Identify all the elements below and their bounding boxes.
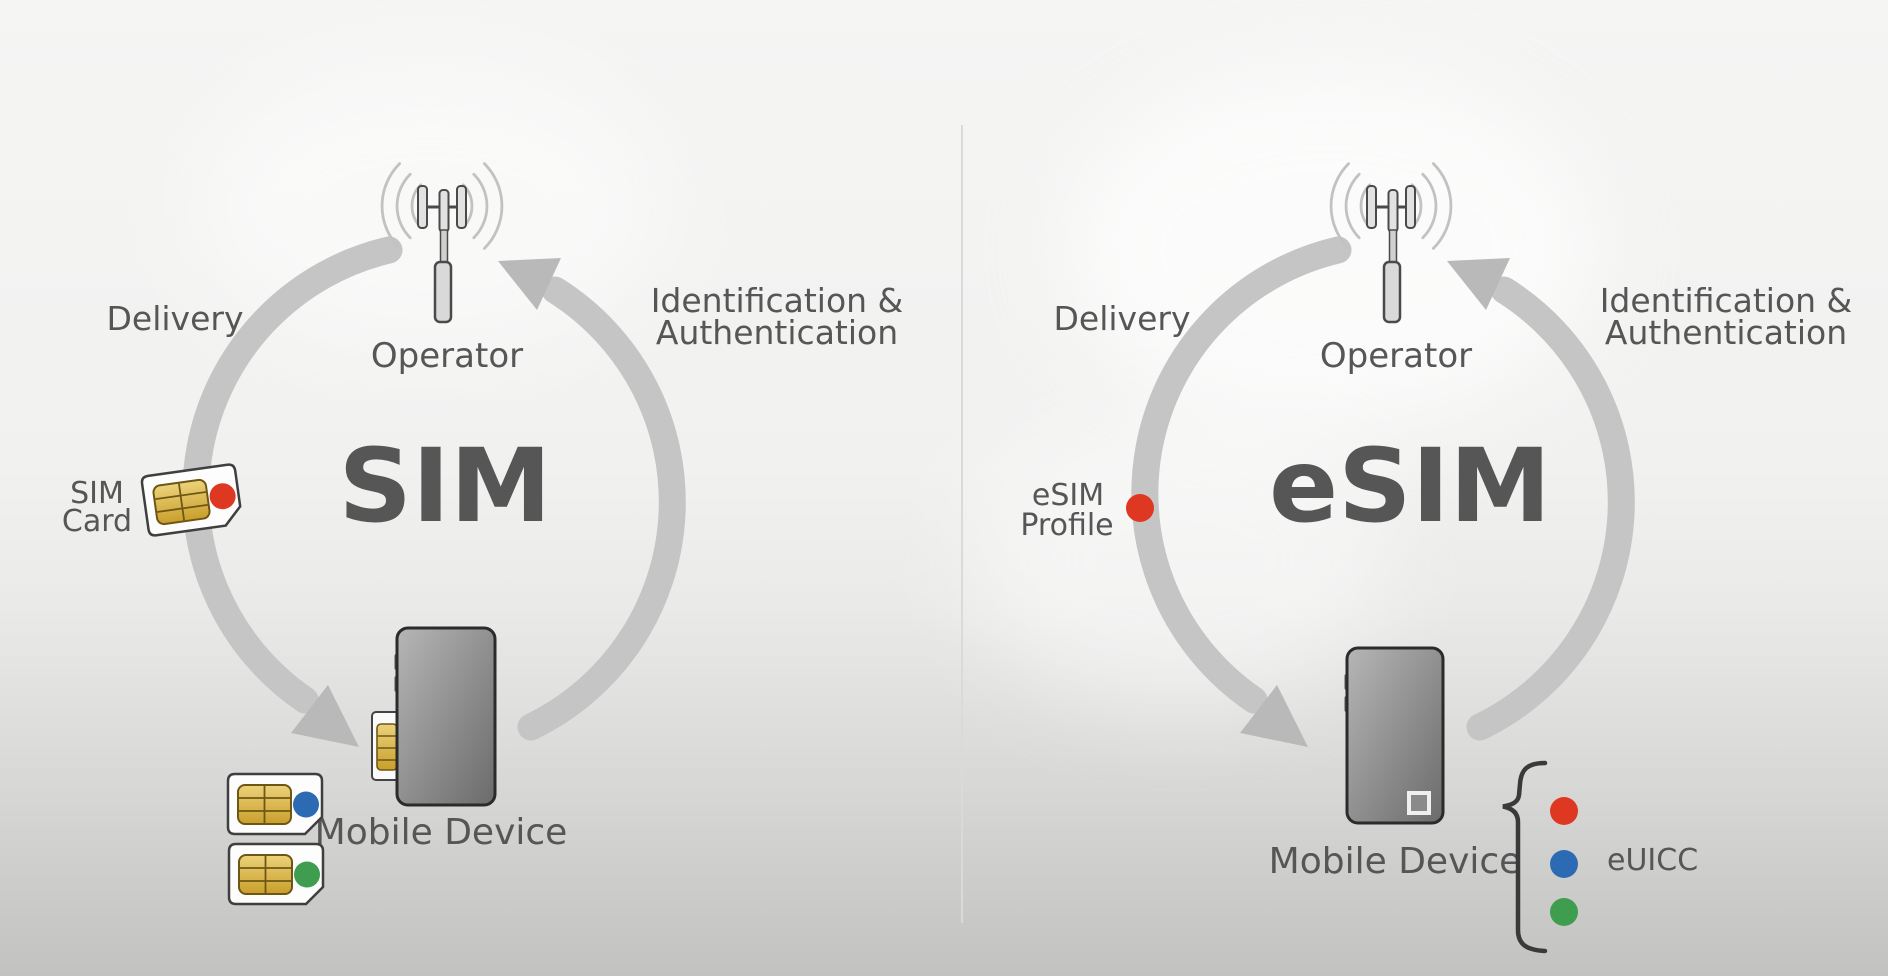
mobile-phone-icon — [1344, 646, 1445, 825]
sim-title: SIM — [339, 427, 552, 546]
esim-profile-dot-icon — [1126, 494, 1154, 522]
esim-profile-label-line1: eSIM — [1032, 478, 1104, 513]
identification-label-line2: Authentication — [1605, 313, 1847, 352]
sim-panel: Operator SIM Delivery Identification & A… — [62, 162, 904, 906]
delivery-label: Delivery — [107, 299, 244, 338]
curly-brace — [1502, 760, 1548, 954]
operator-label: Operator — [1320, 336, 1472, 376]
identification-label-line2: Authentication — [656, 313, 898, 352]
operator-label: Operator — [371, 336, 523, 376]
esim-profile-label-line2: Profile — [1020, 508, 1113, 543]
device-label: Mobile Device — [315, 812, 568, 853]
device-label: Mobile Device — [1269, 841, 1522, 882]
panel-divider — [961, 125, 963, 923]
esim-title: eSIM — [1269, 427, 1551, 546]
background-highlight — [970, 410, 1390, 710]
euicc-dot-red — [1550, 797, 1578, 825]
profile-dot-icon — [294, 861, 320, 888]
euicc-dot-blue — [1550, 850, 1578, 878]
sim-card-label-line2: Card — [62, 504, 132, 539]
euicc-label: eUICC — [1607, 843, 1698, 878]
identification-label-line1: Identification & — [1600, 281, 1853, 320]
mobile-phone-icon — [394, 626, 497, 807]
esim-chip-square-icon — [1407, 791, 1431, 815]
sim-card-icon — [139, 462, 244, 538]
identification-label-line1: Identification & — [651, 281, 904, 320]
sim-card-icon-blue — [226, 772, 324, 836]
euicc-dot-green — [1550, 898, 1578, 926]
profile-dot-icon — [293, 791, 319, 818]
profile-dot-icon — [209, 483, 236, 510]
esim-panel: Operator eSIM Delivery Identification & … — [1020, 162, 1853, 954]
sim-card-label-line1: SIM — [70, 476, 124, 511]
delivery-label: Delivery — [1054, 299, 1191, 338]
sim-card-icon-green — [227, 842, 325, 906]
